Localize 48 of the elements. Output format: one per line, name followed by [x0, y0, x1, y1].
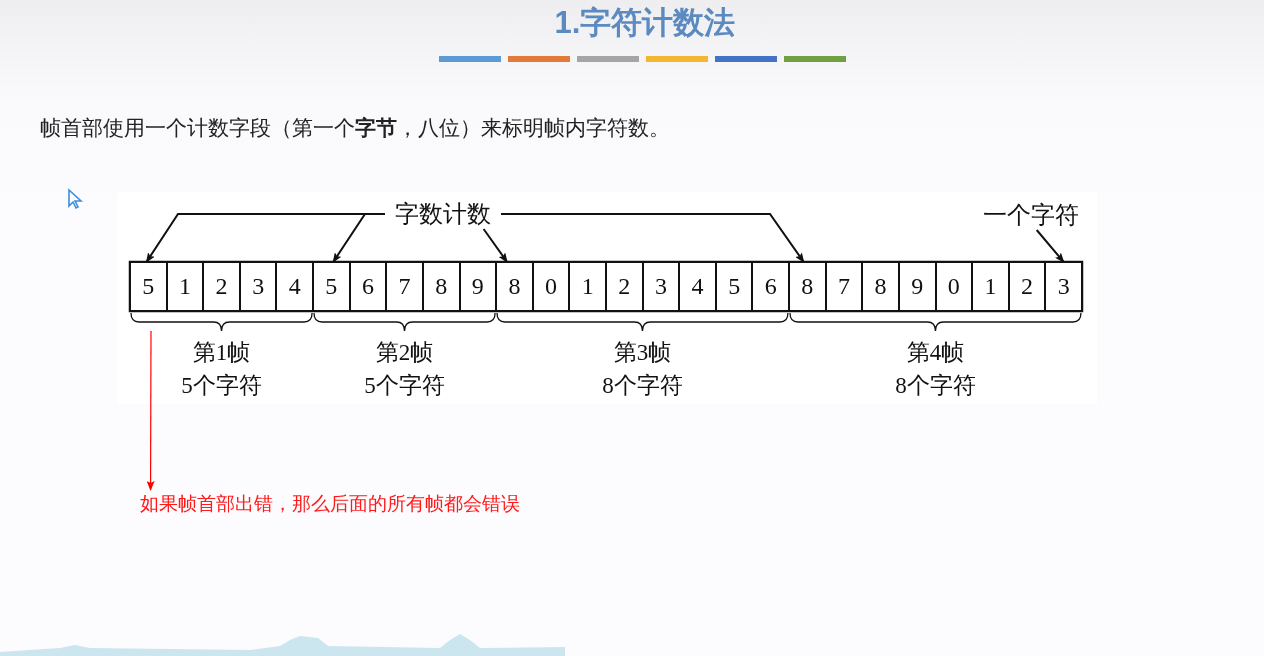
arrow [146, 330, 155, 491]
character-cell: 2 [203, 262, 240, 311]
frame-label: 5个字符 [363, 372, 446, 400]
callout-text: 一个字符 [974, 200, 1088, 230]
title: 1.字符计数法 [554, 4, 736, 42]
frame-label: 第2帧 [374, 339, 435, 367]
curly-brace [131, 313, 313, 331]
character-cell: 8 [862, 262, 899, 311]
frame-label: 第3帧 [612, 339, 673, 367]
character-cell: 4 [679, 262, 716, 311]
character-cell: 0 [935, 262, 973, 311]
curly-brace [314, 313, 496, 331]
character-cell: 6 [752, 262, 790, 311]
frame-label: 5个字符 [180, 372, 263, 400]
curly-brace [790, 313, 1081, 331]
character-cell: 5 [130, 262, 167, 311]
curly-brace [497, 313, 789, 331]
character-cell: 5 [715, 262, 753, 311]
character-cell: 1 [972, 262, 1009, 311]
character-cell: 5 [313, 262, 350, 311]
character-cell: 7 [825, 262, 863, 311]
character-cell: 3 [642, 262, 680, 311]
character-cell: 8 [789, 262, 826, 311]
frame-label: 8个字符 [894, 372, 977, 400]
character-cell: 2 [606, 262, 643, 311]
description-text: 帧首部使用一个计数字段（第一个字节，八位）来标明帧内字符数。 [40, 115, 670, 142]
character-cell: 1 [166, 262, 204, 311]
character-cell: 9 [459, 262, 497, 311]
character-cell: 3 [239, 262, 277, 311]
callout-text: 字数计数 [385, 199, 501, 229]
character-cell: 2 [1008, 262, 1046, 311]
arrow [482, 228, 509, 263]
character-cell: 9 [898, 262, 936, 311]
character-cell: 4 [276, 262, 314, 311]
note-text: 如果帧首部出错，那么后面的所有帧都会错误 [140, 490, 620, 518]
character-cell: 1 [569, 262, 606, 311]
arrow [500, 213, 805, 263]
character-cell: 8 [422, 262, 460, 311]
character-cell: 0 [532, 262, 570, 311]
character-cell: 8 [496, 262, 533, 311]
frame-label: 8个字符 [601, 372, 684, 400]
arrow [1035, 229, 1065, 263]
character-cell: 3 [1045, 262, 1082, 311]
character-cell: 7 [386, 262, 423, 311]
frame-label: 第4帧 [905, 339, 966, 367]
frame-label: 第1帧 [191, 339, 252, 367]
arrow [332, 213, 386, 263]
character-cell: 6 [349, 262, 387, 311]
